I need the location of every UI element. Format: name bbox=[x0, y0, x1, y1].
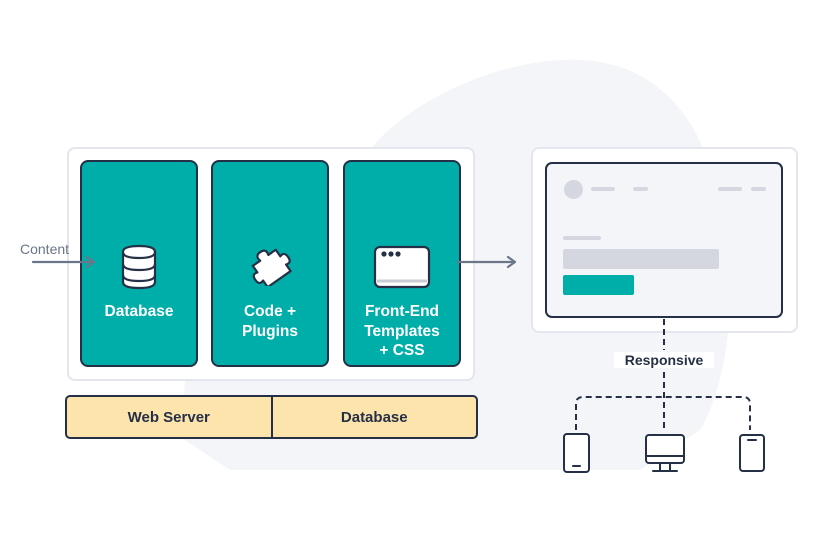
preview-nav-placeholder bbox=[751, 187, 766, 191]
code-plugins-card: Code + Plugins bbox=[211, 160, 329, 367]
preview-nav-placeholder bbox=[591, 187, 615, 191]
tablet-icon bbox=[563, 433, 590, 473]
preview-heading-placeholder bbox=[563, 236, 601, 240]
server-database-segment: Database bbox=[270, 397, 477, 437]
website-preview-window bbox=[545, 162, 783, 318]
browser-window-icon bbox=[373, 245, 431, 289]
preview-text-block-placeholder bbox=[563, 249, 719, 269]
preview-avatar-placeholder bbox=[564, 180, 583, 199]
preview-cta-button-placeholder bbox=[563, 275, 634, 295]
desktop-monitor-icon bbox=[645, 434, 685, 472]
server-layer: Web Server Database bbox=[65, 395, 478, 439]
responsive-label: Responsive bbox=[614, 352, 714, 368]
preview-nav-placeholder bbox=[633, 187, 648, 191]
database-card-label: Database bbox=[104, 303, 174, 320]
database-card: Database bbox=[80, 160, 198, 367]
smartphone-icon bbox=[739, 434, 765, 472]
output-arrow bbox=[456, 255, 517, 269]
database-icon bbox=[121, 244, 157, 290]
web-server-segment: Web Server bbox=[127, 408, 210, 426]
templates-css-card-label: Front-End Templates + CSS bbox=[364, 303, 440, 359]
puzzle-piece-icon bbox=[251, 248, 292, 286]
content-input-arrow bbox=[31, 255, 96, 269]
templates-css-card: Front-End Templates + CSS bbox=[343, 160, 461, 367]
responsive-connector bbox=[575, 319, 751, 430]
preview-nav-placeholder bbox=[718, 187, 742, 191]
code-plugins-card-label: Code + Plugins bbox=[242, 303, 298, 340]
content-input-label: Content bbox=[20, 241, 70, 257]
